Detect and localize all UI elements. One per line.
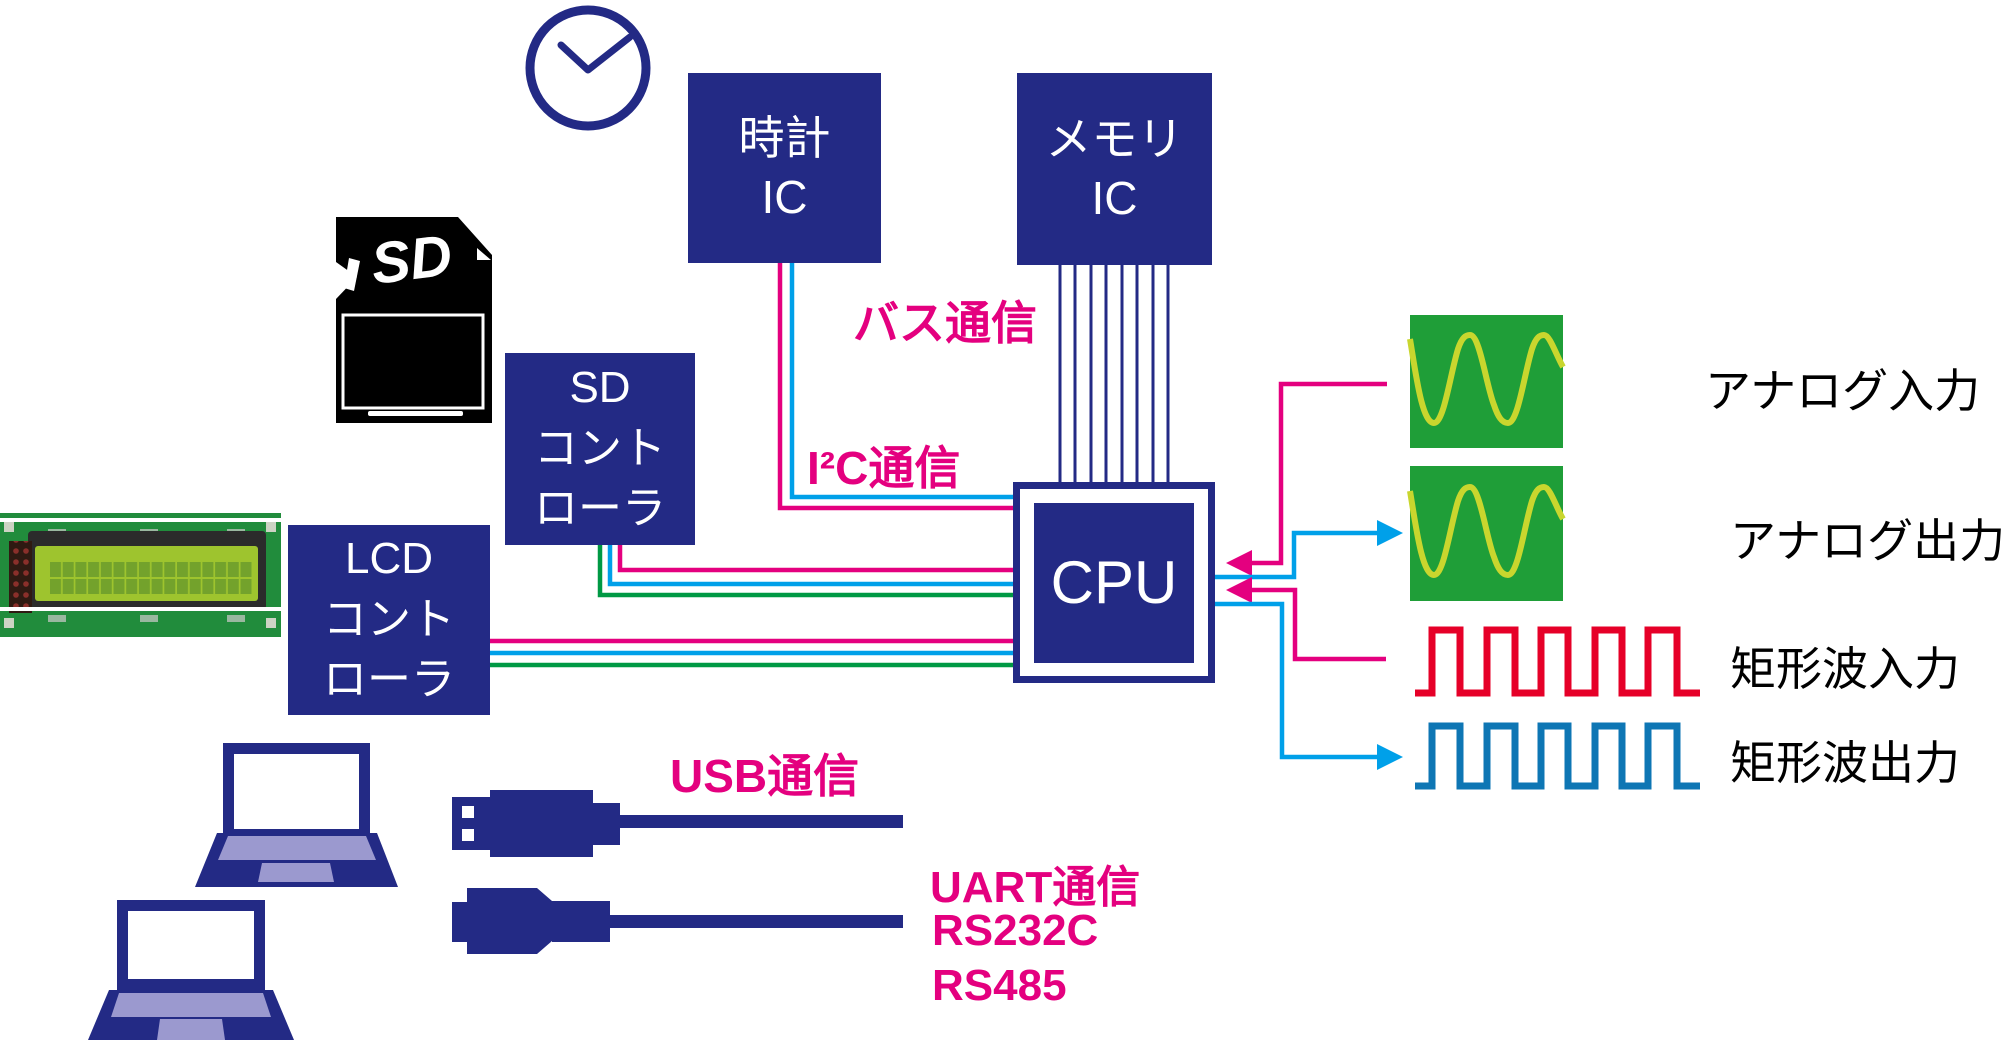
analog-input-scope bbox=[1407, 315, 1566, 448]
i2c-communication-label: I²C通信 bbox=[807, 442, 961, 494]
square-in-wire bbox=[1252, 587, 1386, 662]
usb-cable bbox=[620, 815, 903, 828]
analog-output-label: アナログ出力 bbox=[1730, 515, 2006, 567]
square-wave-input-icon bbox=[1415, 626, 1700, 697]
memory-ic-box: メモリ IC bbox=[1017, 73, 1212, 265]
square-wave-output-label: 矩形波出力 bbox=[1730, 737, 1960, 789]
sd-wire-pink bbox=[617, 545, 1013, 573]
rs232c-label: RS232C bbox=[932, 906, 1099, 955]
square-wave-input-label: 矩形波入力 bbox=[1730, 643, 1960, 695]
i2c-wire-pink bbox=[777, 263, 1013, 511]
rs485-label: RS485 bbox=[932, 961, 1067, 1010]
laptop-icon bbox=[88, 900, 294, 1040]
analog-output-scope bbox=[1407, 466, 1566, 601]
clock-ic-box: 時計 IC bbox=[688, 73, 881, 263]
usb-a-plug-icon bbox=[452, 790, 903, 857]
usb-cable bbox=[610, 915, 903, 928]
lcd-character-cells bbox=[50, 562, 253, 595]
square-out-wire bbox=[1215, 601, 1377, 760]
cpu-label: CPU bbox=[1034, 502, 1194, 663]
clock-icon bbox=[525, 5, 651, 131]
analog-in-wire bbox=[1252, 381, 1387, 566]
laptop-icon bbox=[195, 743, 398, 887]
sine-wave bbox=[1407, 331, 1566, 427]
arrow-right-icon bbox=[1377, 520, 1403, 546]
sd-wire-green bbox=[597, 545, 1013, 598]
analog-input-label: アナログ入力 bbox=[1705, 365, 1981, 417]
arrow-right-icon bbox=[1377, 744, 1403, 770]
cpu-box: CPU bbox=[1013, 482, 1215, 683]
arrow-left-icon bbox=[1226, 577, 1252, 603]
lcd-controller-box: LCD コント ローラ bbox=[288, 525, 490, 715]
sd-card-logo-text: SD bbox=[368, 223, 456, 297]
sd-wire-cyan bbox=[607, 545, 1013, 587]
analog-out-wire bbox=[1215, 530, 1377, 580]
square-wave-output-icon bbox=[1415, 722, 1700, 790]
lcd-display-icon bbox=[0, 513, 282, 637]
sd-controller-box: SD コント ローラ bbox=[505, 353, 695, 545]
lcd-connector-pins bbox=[9, 541, 32, 613]
bus-communication-label: バス通信 bbox=[853, 297, 1037, 349]
uart-communication-label: UART通信 bbox=[930, 863, 1141, 912]
usb-communication-label: USB通信 bbox=[670, 750, 860, 802]
sd-card-icon: SD bbox=[336, 217, 492, 423]
usb-b-plug-icon bbox=[452, 888, 903, 954]
arrow-left-icon bbox=[1226, 550, 1252, 576]
sine-wave bbox=[1407, 483, 1566, 579]
i2c-wire-cyan bbox=[789, 263, 1013, 500]
sd-card-label-area bbox=[341, 313, 485, 410]
memory-bus-lines bbox=[1058, 265, 1170, 482]
